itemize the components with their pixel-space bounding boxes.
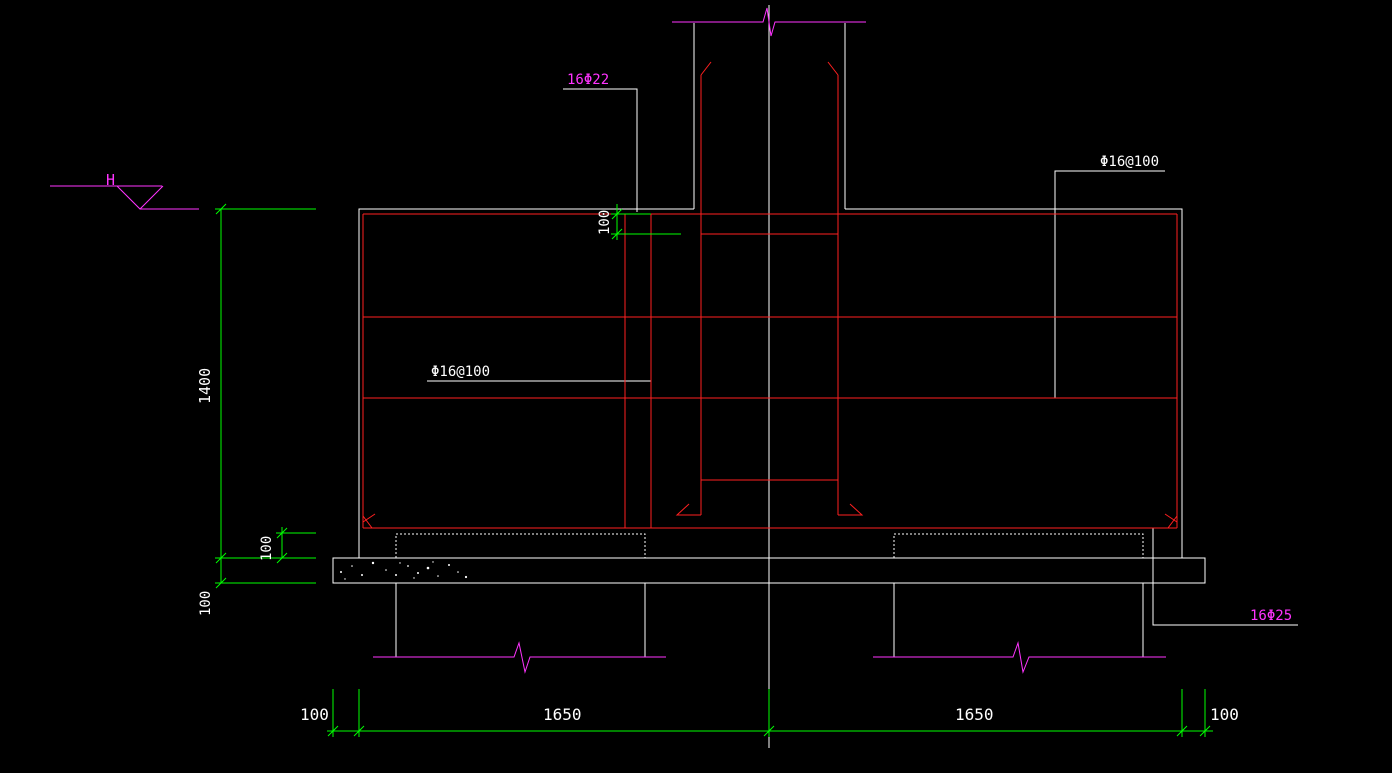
dim-text-right-span: 1650 [955,705,994,724]
reinforcement [362,61,1178,529]
dim-text-cover: 100 [259,536,275,561]
right-break-line [873,641,1166,674]
dim-text-top-cover: 100 [597,210,613,235]
left-pile-embed [395,533,646,558]
label-bottom-bars: 16Φ25 [1250,608,1292,624]
dim-text-blinding: 100 [198,591,214,616]
leader-right-stirrups [1054,170,1165,398]
dim-text-left-span: 1650 [543,705,582,724]
label-elevation: H [106,171,115,189]
dim-text-right-edge: 100 [1210,705,1239,724]
column-top-hook-left [700,61,712,76]
footing-outline [358,208,1183,559]
annotations [50,7,1166,674]
column-top-hook-right [827,61,839,76]
top-break-line [672,7,866,37]
elevation-triangle [116,185,164,210]
leader-bottom-bars [1152,528,1298,626]
blinding-aggregate [340,561,468,580]
leader-column-bars [563,88,638,212]
column-bottom-hook-left [675,503,701,516]
hook-bl [362,515,373,529]
label-middle-stirrups: Φ16@100 [431,364,490,380]
right-pile-embed [893,533,1144,558]
dimensions [215,203,1213,737]
concrete-outline [332,5,1298,748]
left-break-line [373,641,666,674]
column-bottom-hook-right [838,503,864,516]
dim-text-depth: 1400 [196,368,214,404]
label-column-bars: 16Φ22 [567,72,609,88]
text-labels: 16Φ22 Φ16@100 Φ16@100 16Φ25 H 1400 100 1… [106,72,1292,724]
label-right-stirrups: Φ16@100 [1100,154,1159,170]
dim-text-left-edge: 100 [300,705,329,724]
hook-br [1167,515,1178,529]
